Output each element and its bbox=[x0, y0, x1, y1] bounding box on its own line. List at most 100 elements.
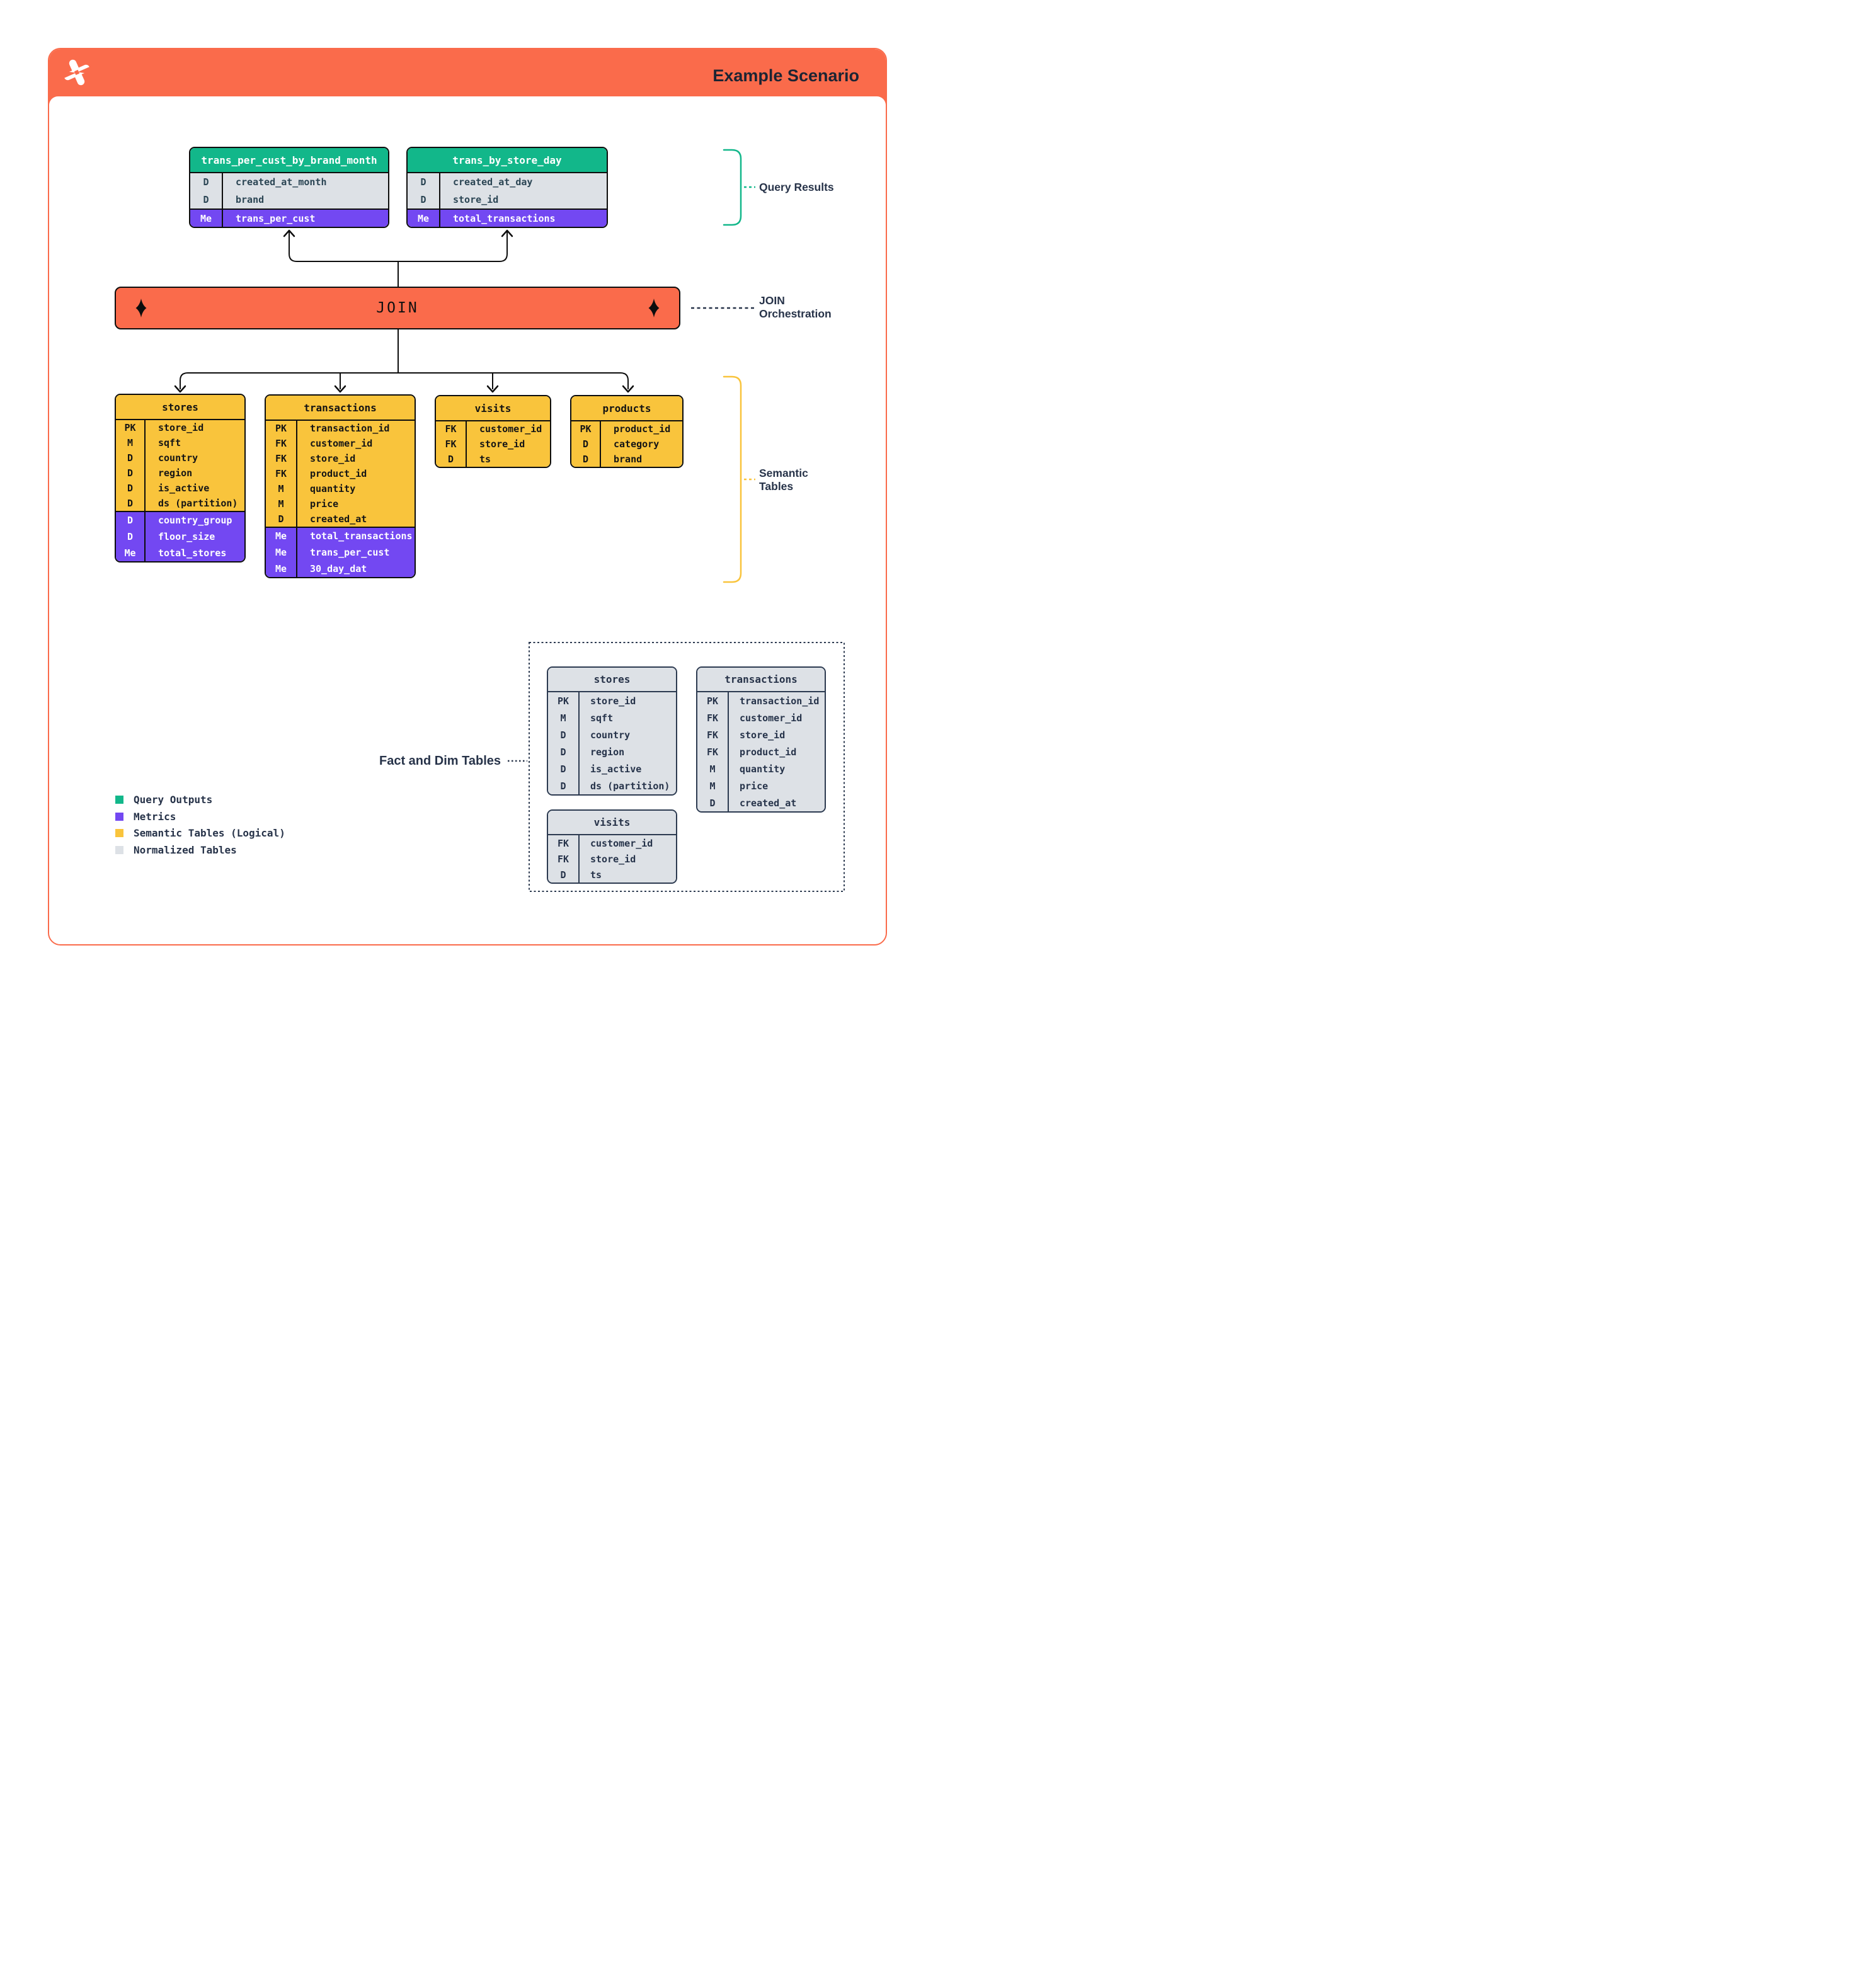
legend-label: Normalized Tables bbox=[134, 843, 237, 856]
column-key-badge: D bbox=[571, 437, 601, 452]
table-name-header: products bbox=[571, 396, 682, 421]
column-key-badge: D bbox=[116, 528, 146, 545]
column-key-badge: D bbox=[548, 867, 580, 883]
column-name: transaction_id bbox=[310, 423, 390, 434]
label-query-results: Query Results bbox=[759, 181, 834, 193]
column-key-badge: M bbox=[266, 496, 297, 511]
label-semantic-tables-line1: Semantic bbox=[759, 467, 808, 479]
arrow-up-icon bbox=[501, 229, 513, 237]
column-name: store_id bbox=[310, 453, 356, 464]
column-name: created_at_day bbox=[453, 176, 533, 188]
column-key-badge: D bbox=[548, 726, 580, 743]
legend-item: Semantic Tables (Logical) bbox=[115, 828, 285, 838]
column-name: country bbox=[590, 729, 631, 741]
column-key-badge: PK bbox=[266, 421, 297, 436]
column-name: customer_id bbox=[479, 423, 542, 435]
column-key-badge: FK bbox=[697, 743, 729, 760]
page: Example Scenario bbox=[0, 0, 936, 994]
column-key-badge: D bbox=[408, 173, 440, 191]
column-key-badge: Me bbox=[116, 545, 146, 561]
column-key-badge: PK bbox=[548, 692, 580, 709]
column-name: quantity bbox=[740, 763, 786, 775]
column-name: country bbox=[158, 452, 198, 464]
arrow-down-icon bbox=[622, 385, 634, 393]
column-key-badge: PK bbox=[116, 420, 146, 435]
column-name: created_at_month bbox=[236, 176, 327, 188]
column-name: region bbox=[590, 746, 625, 758]
column-row: Me total_stores bbox=[116, 545, 244, 561]
column-name: ts bbox=[590, 869, 602, 881]
column-name: created_at bbox=[740, 797, 797, 809]
column-key-badge: D bbox=[548, 760, 580, 777]
label-fact-and-dim-tables: Fact and Dim Tables bbox=[379, 754, 501, 768]
column-name: ds (partition) bbox=[590, 780, 670, 792]
column-name: brand bbox=[236, 194, 265, 205]
column-name: country_group bbox=[158, 515, 232, 526]
column-name: total_stores bbox=[158, 547, 227, 559]
table-name-header: transactions bbox=[697, 668, 825, 692]
column-key-badge: FK bbox=[436, 421, 467, 437]
column-row: PK transaction_id bbox=[266, 421, 415, 436]
column-name: customer_id bbox=[310, 438, 373, 449]
connector-lines bbox=[174, 149, 845, 892]
column-key-badge: D bbox=[548, 777, 580, 794]
column-name: store_id bbox=[479, 438, 525, 450]
column-key-badge: M bbox=[116, 435, 146, 450]
column-name: transaction_id bbox=[740, 695, 820, 707]
normalized-tables-box bbox=[529, 642, 845, 892]
column-key-badge: D bbox=[408, 191, 440, 209]
column-key-badge: D bbox=[116, 481, 146, 496]
arrow-down-icon bbox=[174, 385, 186, 393]
column-name: product_id bbox=[614, 423, 671, 435]
column-key-badge: D bbox=[116, 450, 146, 466]
table-name-header: trans_by_store_day bbox=[408, 148, 607, 173]
legend-swatch-green bbox=[115, 796, 123, 804]
arrow-down-icon bbox=[486, 385, 499, 393]
column-name: price bbox=[740, 780, 769, 792]
column-key-badge: Me bbox=[408, 210, 440, 227]
column-name: product_id bbox=[740, 746, 797, 758]
column-name: is_active bbox=[590, 763, 642, 775]
legend-item: Metrics bbox=[115, 811, 285, 821]
column-key-badge: Me bbox=[266, 528, 297, 544]
